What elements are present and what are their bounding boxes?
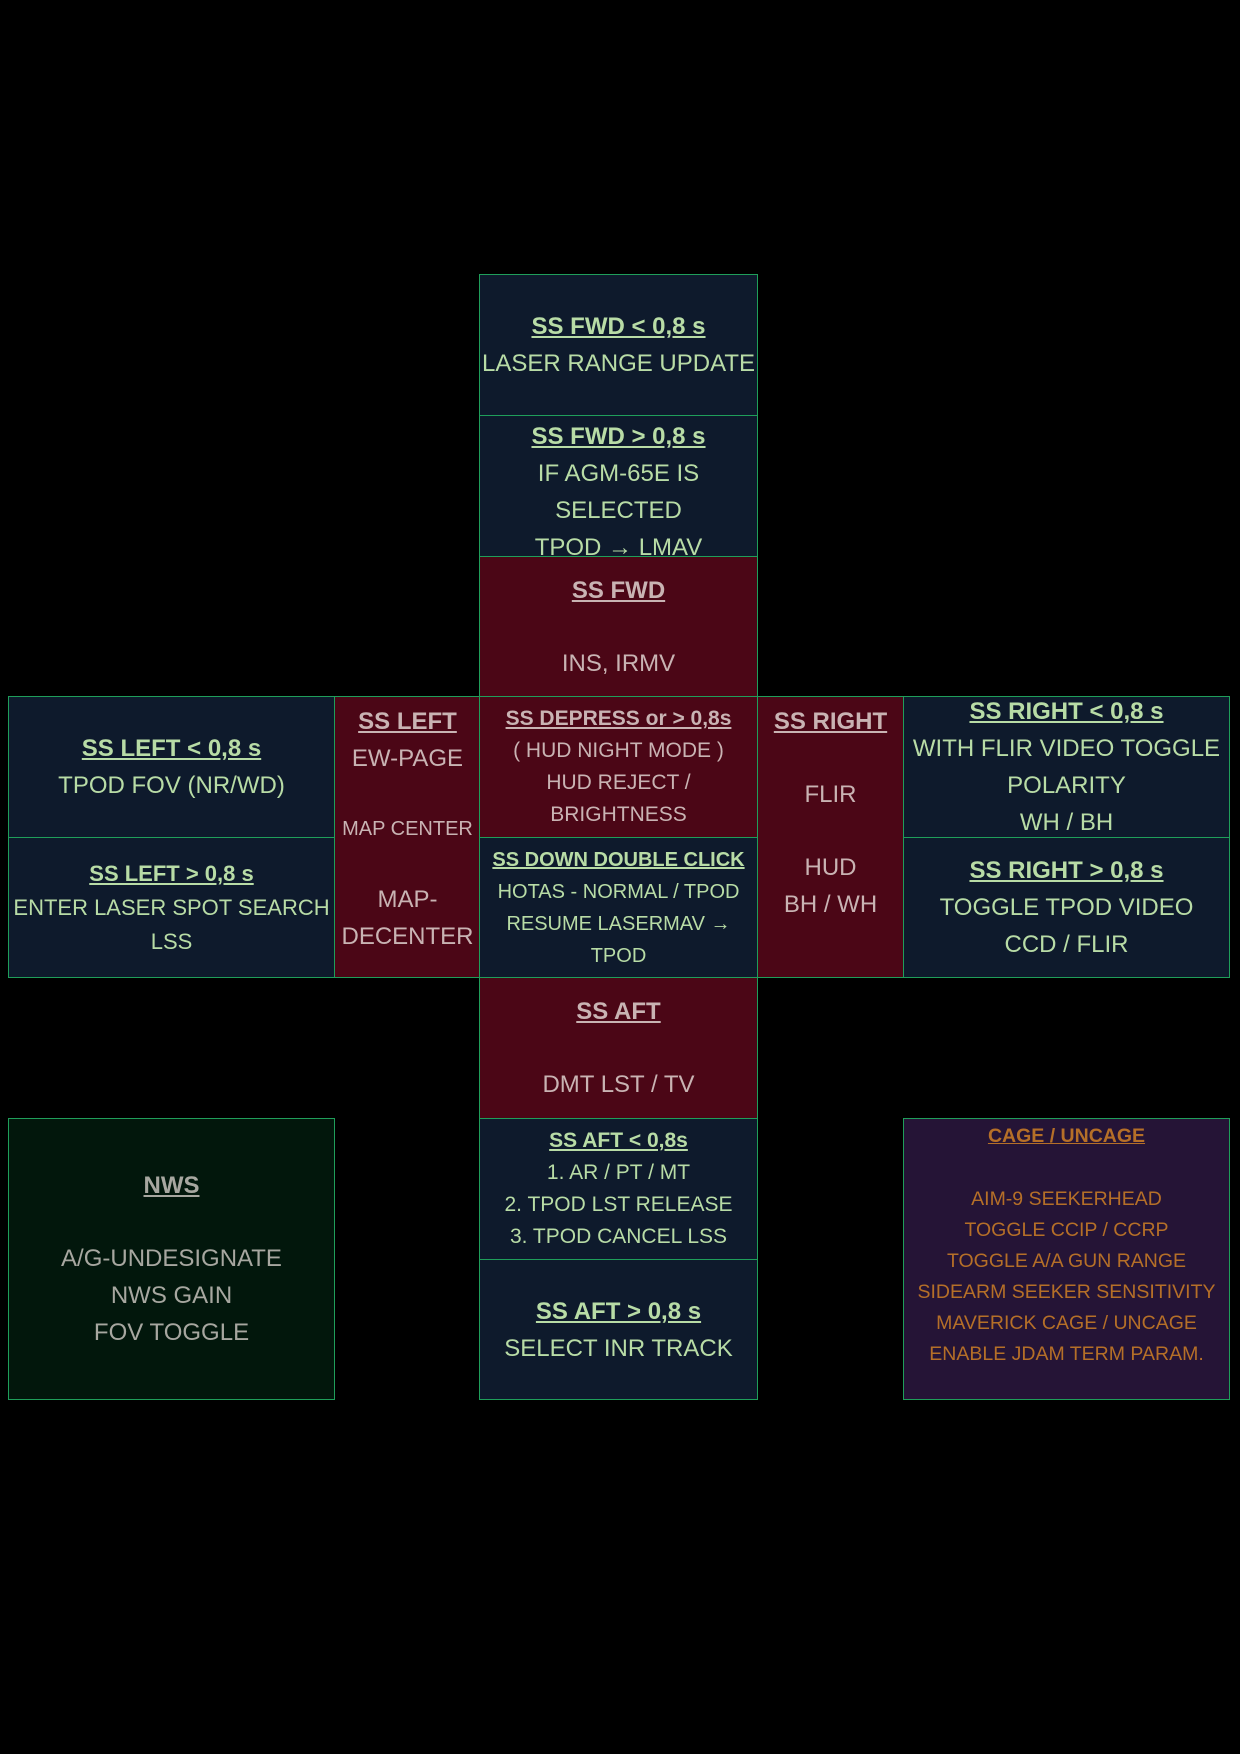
cell-line: MAP- <box>377 886 438 913</box>
cell-title: SS FWD <box>571 577 666 604</box>
cell-line: HOTAS - NORMAL / TPOD <box>497 880 740 903</box>
cell-line: MAP CENTER <box>342 818 473 840</box>
cell-title: SS DEPRESS or > 0,8s <box>505 707 732 730</box>
cell-line: NWS GAIN <box>110 1282 233 1309</box>
cell-left-long: SS LEFT > 0,8 s ENTER LASER SPOT SEARCH … <box>8 837 335 978</box>
cell-line: TPOD FOV (NR/WD) <box>58 772 285 799</box>
cell-line: LASER RANGE UPDATE <box>482 350 755 377</box>
cell-line: ENTER LASER SPOT SEARCH <box>13 894 330 920</box>
cell-line: HUD REJECT / <box>546 771 691 794</box>
cell-line: SELECT INR TRACK <box>504 1334 733 1362</box>
cell-left: SS LEFT EW-PAGE MAP CENTER MAP- DECENTER <box>334 696 481 978</box>
cell-line: LSS <box>150 928 193 954</box>
cell-line: WITH FLIR VIDEO TOGGLE <box>912 735 1221 762</box>
cell-line: SIDEARM SEEKER SENSITIVITY <box>917 1281 1216 1303</box>
cell-title: SS AFT <box>576 998 661 1025</box>
cell-line: MAVERICK CAGE / UNCAGE <box>936 1312 1197 1334</box>
cell-line: 3. TPOD CANCEL LSS <box>509 1225 728 1248</box>
cell-aft-long: SS AFT > 0,8 s SELECT INR TRACK <box>479 1259 758 1400</box>
cell-fwd-long: SS FWD > 0,8 s IF AGM-65E IS SELECTED TP… <box>479 415 758 561</box>
cell-line: FOV TOGGLE <box>93 1319 250 1346</box>
cell-line: DMT LST / TV <box>542 1071 695 1098</box>
cell-line: HUD <box>804 854 857 881</box>
cell-fwd: SS FWD INS, IRMV <box>479 556 758 698</box>
cell-title: SS FWD > 0,8 s <box>531 423 706 450</box>
cell-title: SS AFT < 0,8s <box>549 1129 688 1152</box>
cell-title: SS FWD < 0,8 s <box>531 313 706 340</box>
cell-aft: SS AFT DMT LST / TV <box>479 977 758 1119</box>
cell-line: ( HUD NIGHT MODE ) <box>513 739 724 762</box>
cell-aft-short: SS AFT < 0,8s 1. AR / PT / MT 2. TPOD LS… <box>479 1118 758 1260</box>
cell-cage: CAGE / UNCAGE AIM-9 SEEKERHEAD TOGGLE CC… <box>903 1118 1230 1400</box>
cell-line: CCD / FLIR <box>1004 931 1129 958</box>
cell-line: TOGGLE TPOD VIDEO <box>939 894 1194 921</box>
cell-line: TOGGLE A/A GUN RANGE <box>946 1250 1187 1272</box>
cell-line: RESUME LASERMAV → <box>506 912 731 935</box>
cell-title: SS LEFT <box>358 708 457 735</box>
cell-right-short: SS RIGHT < 0,8 s WITH FLIR VIDEO TOGGLE … <box>903 696 1230 838</box>
cell-line: A/G-UNDESIGNATE <box>61 1245 282 1272</box>
cell-depress: SS DEPRESS or > 0,8s ( HUD NIGHT MODE ) … <box>479 696 758 838</box>
cell-line: 2. TPOD LST RELEASE <box>504 1193 733 1216</box>
cell-line: AIM-9 SEEKERHEAD <box>971 1188 1162 1210</box>
cell-line: POLARITY <box>1007 772 1126 799</box>
cell-line: WH / BH <box>1019 809 1114 836</box>
cell-title: NWS <box>143 1172 200 1199</box>
cell-line: TOGGLE CCIP / CCRP <box>964 1219 1169 1241</box>
cell-title: SS RIGHT < 0,8 s <box>969 698 1164 725</box>
cell-title: SS LEFT < 0,8 s <box>81 735 262 762</box>
cell-line: BH / WH <box>783 891 878 918</box>
cell-nws: NWS A/G-UNDESIGNATE NWS GAIN FOV TOGGLE <box>8 1118 335 1400</box>
cell-down-double: SS DOWN DOUBLE CLICK HOTAS - NORMAL / TP… <box>479 837 758 978</box>
cell-line: TPOD <box>590 944 647 967</box>
cell-line: ENABLE JDAM TERM PARAM. <box>929 1343 1204 1365</box>
cell-title: CAGE / UNCAGE <box>987 1125 1146 1147</box>
cell-line: 1. AR / PT / MT <box>546 1161 691 1184</box>
cell-line: EW-PAGE <box>351 745 464 772</box>
cell-title: SS RIGHT <box>773 708 888 735</box>
cell-title: SS RIGHT > 0,8 s <box>969 857 1164 884</box>
cell-line: INS, IRMV <box>561 650 676 677</box>
cell-line: DECENTER <box>341 923 474 950</box>
cell-right: SS RIGHT FLIR HUD BH / WH <box>757 696 904 978</box>
cell-line: IF AGM-65E IS <box>537 460 700 487</box>
cell-title: SS AFT > 0,8 s <box>535 1297 702 1325</box>
cell-title: SS DOWN DOUBLE CLICK <box>492 848 745 871</box>
cell-line: BRIGHTNESS <box>550 803 687 826</box>
cell-right-long: SS RIGHT > 0,8 s TOGGLE TPOD VIDEO CCD /… <box>903 837 1230 978</box>
cell-fwd-short: SS FWD < 0,8 s LASER RANGE UPDATE <box>479 274 758 416</box>
cell-title: SS LEFT > 0,8 s <box>89 860 254 886</box>
cell-line: FLIR <box>804 781 857 808</box>
cell-line: SELECTED <box>555 497 682 524</box>
cell-left-short: SS LEFT < 0,8 s TPOD FOV (NR/WD) <box>8 696 335 838</box>
